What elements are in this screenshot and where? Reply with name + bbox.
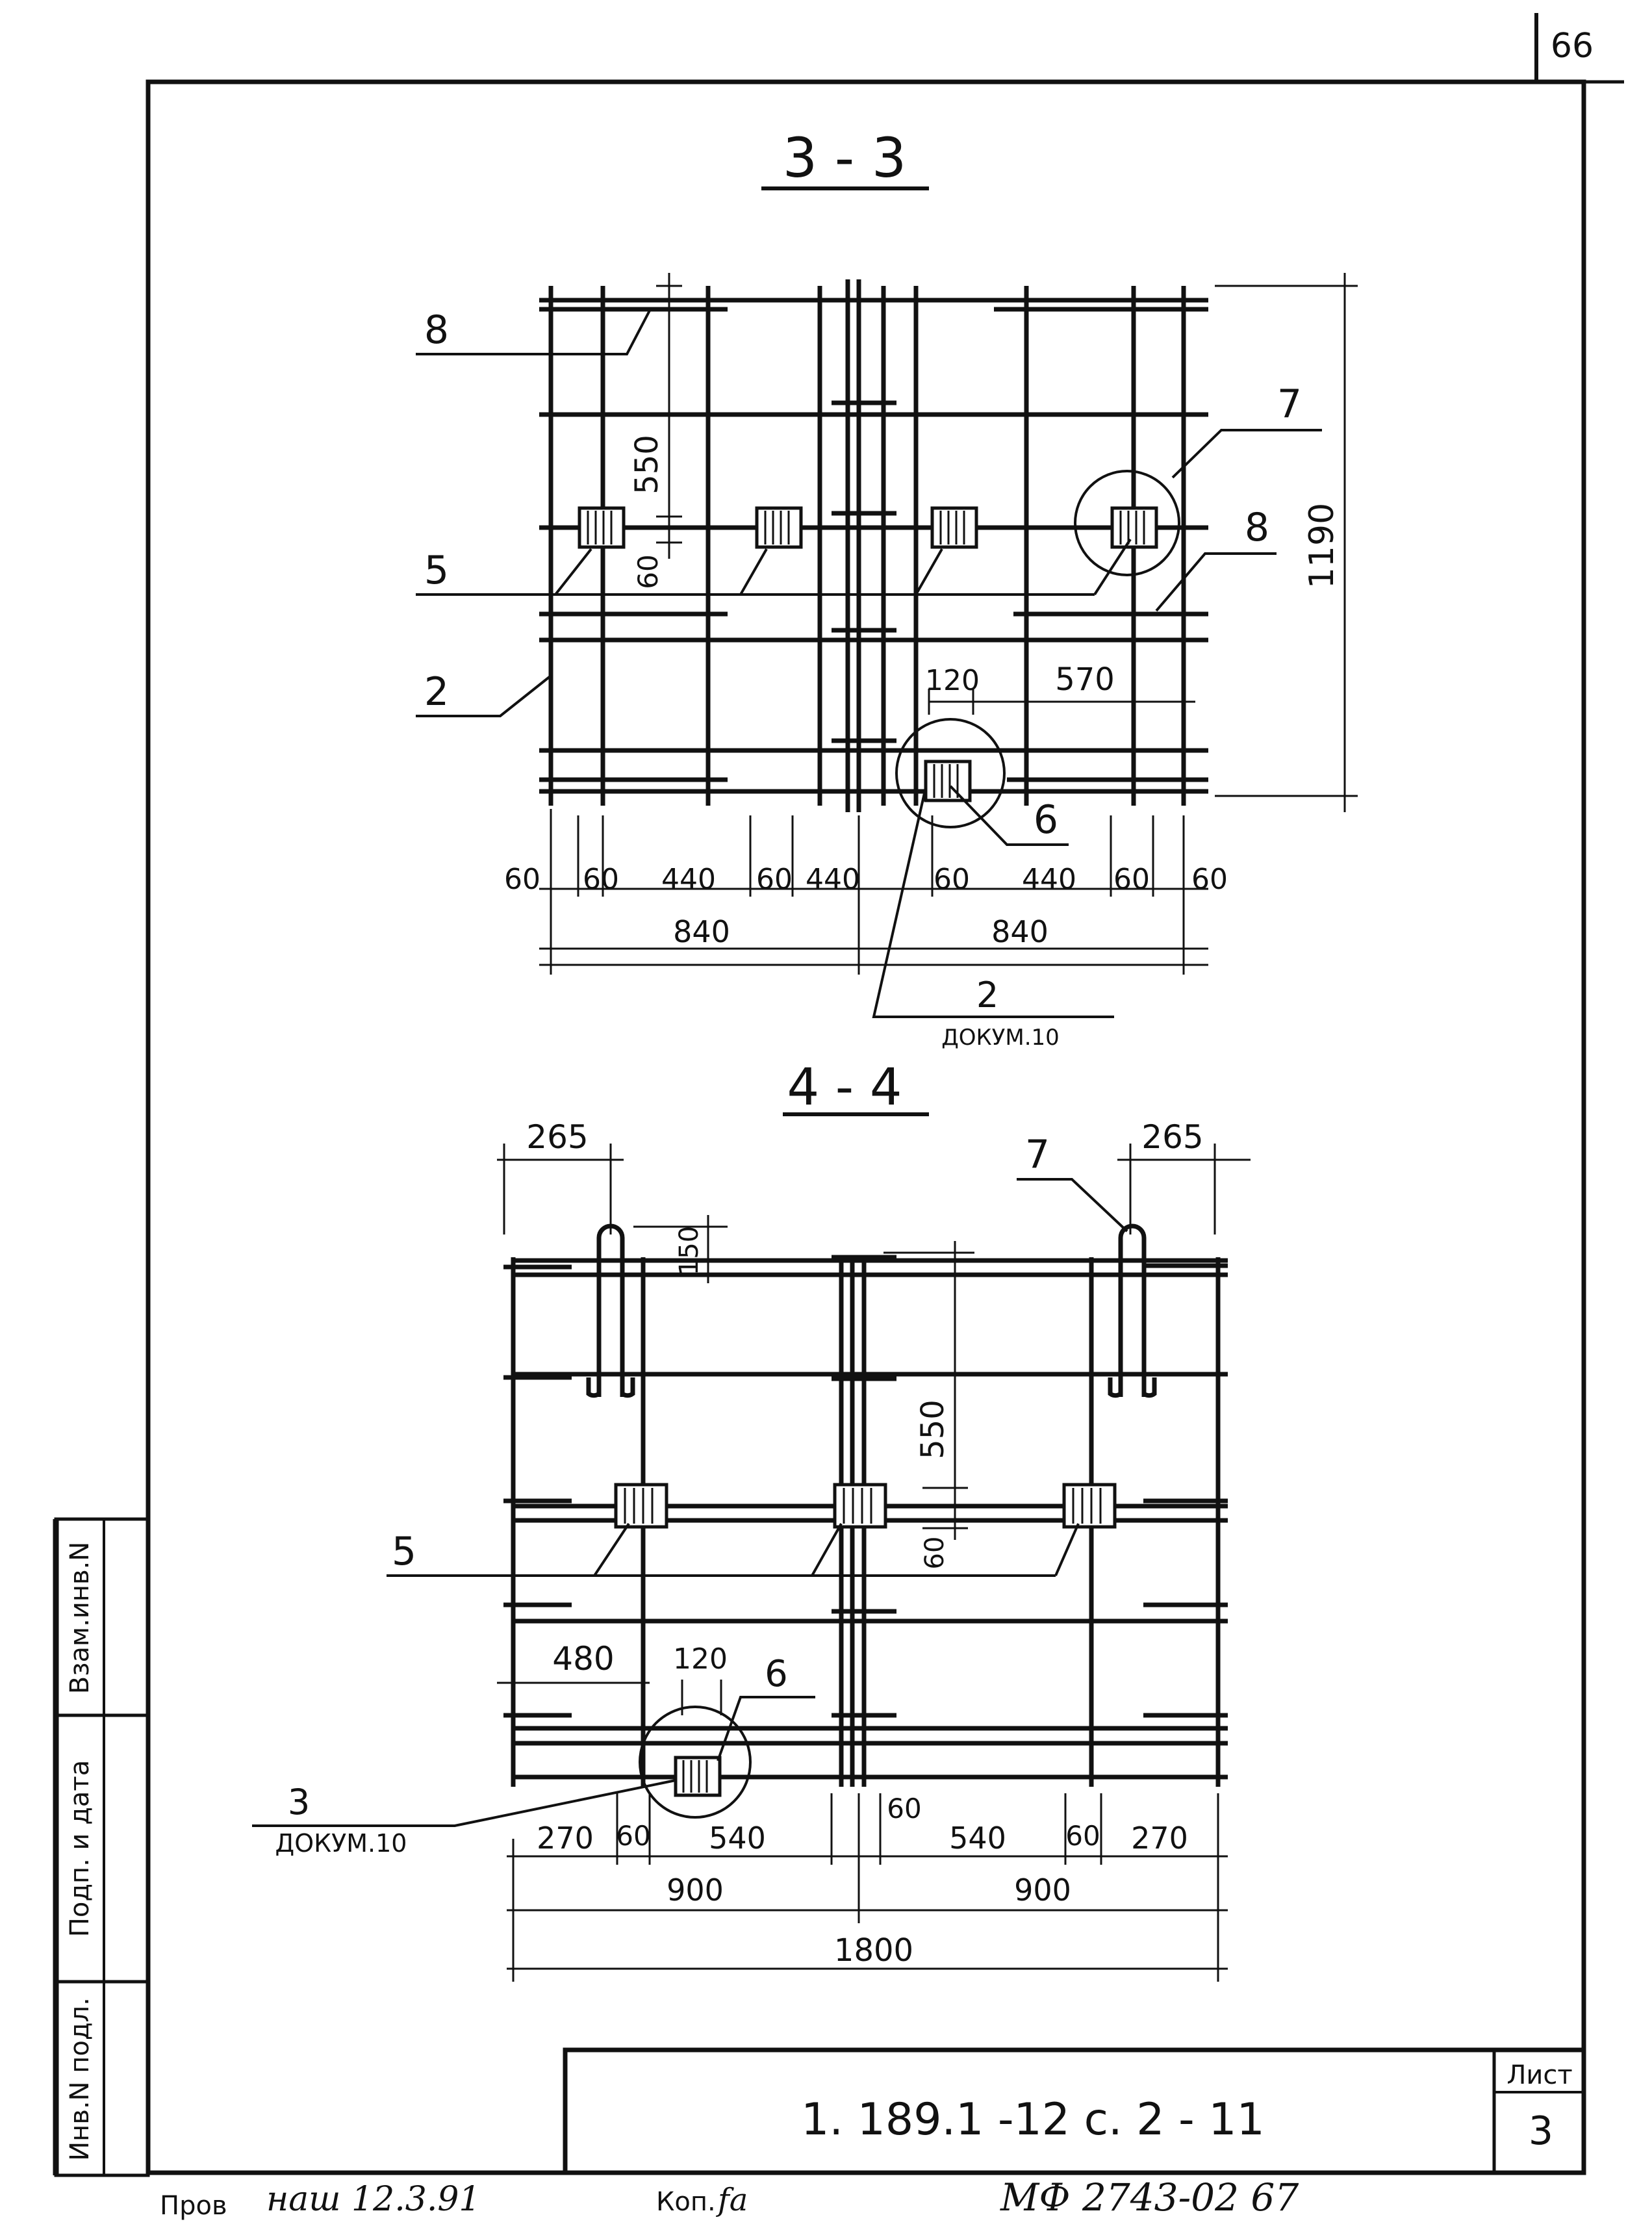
footer-mf-code: МФ 2743-02 67 bbox=[1000, 2175, 1299, 2220]
section-33-detail-circle-6 bbox=[895, 718, 1006, 828]
section-44-dim-150: 150 bbox=[674, 1226, 704, 1275]
section-33-dim-570: 570 bbox=[1055, 661, 1115, 698]
section-44-ref-doc: ДОКУМ.10 bbox=[275, 1829, 407, 1858]
side-stamp bbox=[53, 1517, 150, 2177]
section-33-callout-2: 2 bbox=[424, 669, 449, 715]
stamp-inv-label: Инв.N подл. bbox=[65, 1997, 95, 2161]
section-33-dim-840a: 840 bbox=[673, 914, 730, 949]
section-33-lugs bbox=[578, 506, 1158, 802]
section-33-ref-doc: ДОКУМ.10 bbox=[941, 1025, 1060, 1051]
section-33-dim-60c: 60 bbox=[756, 863, 793, 896]
section-33-dim-60e: 60 bbox=[1113, 863, 1150, 896]
section-44-dim-900b: 900 bbox=[1014, 1873, 1071, 1908]
section-44-dim-1800: 1800 bbox=[834, 1932, 913, 1969]
section-33-callout-6: 6 bbox=[1034, 797, 1058, 843]
footer-signature: наш 12.3.91 bbox=[266, 2180, 481, 2219]
section-44-dim-550: 550 bbox=[915, 1400, 951, 1459]
stamp-replace-label: Взам.инв.N bbox=[65, 1542, 95, 1694]
section-44-dim-900a: 900 bbox=[667, 1873, 724, 1908]
section-33-callout-7: 7 bbox=[1277, 381, 1302, 427]
section-33-leaders bbox=[416, 310, 1322, 1018]
sheet-frame bbox=[146, 13, 1624, 2175]
section-33-dim-120: 120 bbox=[925, 664, 980, 697]
section-33-detail-circle-7 bbox=[1074, 470, 1180, 576]
section-33-rebar-grid bbox=[539, 279, 1208, 812]
section-44-dim-60b: 60 bbox=[1065, 1820, 1100, 1852]
page-number: 66 bbox=[1551, 27, 1594, 66]
section-44-detail-circle-6 bbox=[639, 1706, 752, 1819]
section-33-callout-5: 5 bbox=[424, 548, 449, 593]
section-44-dim-270b: 270 bbox=[1131, 1821, 1188, 1856]
section-44-dim-60a: 60 bbox=[616, 1820, 650, 1852]
section-33-dim-60v: 60 bbox=[632, 554, 664, 589]
section-44-callout-5: 5 bbox=[392, 1529, 416, 1574]
footer-prov: Пров bbox=[160, 2191, 227, 2221]
doc-code: 1. 189.1 -12 с. 2 - 11 bbox=[801, 2094, 1265, 2145]
sheet-label: Лист bbox=[1506, 2060, 1572, 2090]
section-33-dim-840b: 840 bbox=[991, 914, 1048, 949]
section-44-dim-120: 120 bbox=[673, 1643, 728, 1676]
section-44-dim-60-top: 60 bbox=[887, 1793, 921, 1824]
section-44-leaders bbox=[252, 1178, 1128, 1827]
section-33-callout-8a: 8 bbox=[424, 307, 449, 353]
section-33-dim-440a: 440 bbox=[661, 863, 716, 896]
section-44-dim-265b: 265 bbox=[1141, 1118, 1203, 1156]
section-33-dim-550: 550 bbox=[629, 435, 665, 494]
stamp-sign-label: Подп. и дата bbox=[65, 1760, 95, 1937]
section-33-dim-1190: 1190 bbox=[1303, 503, 1341, 589]
sheet-number: 3 bbox=[1529, 2108, 1553, 2154]
section-33-title: 3 - 3 bbox=[783, 126, 907, 190]
section-44-dim-270a: 270 bbox=[537, 1821, 594, 1856]
section-33-dimension-lines bbox=[539, 273, 1358, 975]
section-33-ref-num: 2 bbox=[976, 975, 998, 1016]
section-44-callout-7: 7 bbox=[1025, 1132, 1050, 1177]
section-44-dimension-lines bbox=[497, 1144, 1251, 1982]
section-44-dim-480: 480 bbox=[552, 1640, 614, 1678]
section-33-dim-60b: 60 bbox=[583, 863, 619, 896]
section-44-dim-60v: 60 bbox=[920, 1537, 950, 1570]
section-44-ref-num: 3 bbox=[288, 1782, 310, 1823]
section-44-lifting-loops bbox=[586, 1223, 1157, 1398]
section-33-dim-440b: 440 bbox=[806, 863, 860, 896]
footer-kop-sign: fa bbox=[716, 2182, 748, 2218]
section-44-dim-265a: 265 bbox=[526, 1118, 588, 1156]
section-44-title: 4 - 4 bbox=[787, 1058, 902, 1117]
section-33-dim-440c: 440 bbox=[1022, 863, 1076, 896]
title-block bbox=[563, 2047, 1584, 2173]
section-33-dim-60a: 60 bbox=[504, 863, 540, 896]
section-44-dim-540a: 540 bbox=[709, 1821, 766, 1856]
section-33-callout-8b: 8 bbox=[1245, 505, 1269, 550]
footer-kop: Коп. bbox=[656, 2187, 716, 2217]
section-44-dim-540b: 540 bbox=[949, 1821, 1006, 1856]
section-33-dim-60d: 60 bbox=[934, 863, 970, 896]
section-33-dim-60f: 60 bbox=[1191, 863, 1228, 896]
section-44-callout-6: 6 bbox=[765, 1653, 788, 1695]
section-44-lug-hatching bbox=[624, 1488, 1102, 1793]
section-33-lug-hatching bbox=[587, 511, 1145, 798]
